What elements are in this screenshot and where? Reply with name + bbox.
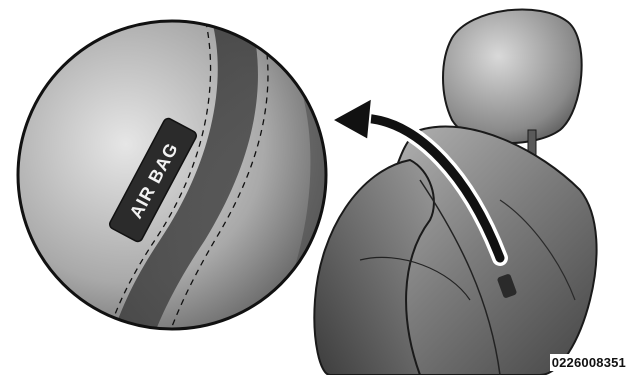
magnifier-callout: AIR BAG: [18, 0, 330, 375]
figure-code: 0226008351: [550, 354, 628, 371]
headrest: [443, 9, 582, 143]
seat-group: [314, 9, 596, 375]
